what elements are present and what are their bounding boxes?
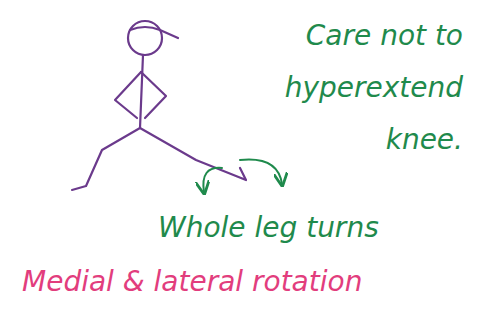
right-arm [141, 72, 166, 118]
front-leg [72, 128, 140, 190]
rotation-arrow [203, 168, 222, 192]
left-arm [115, 72, 141, 118]
annotation-text: Whole leg turns [158, 210, 418, 246]
torso [140, 55, 143, 128]
back-leg [140, 128, 246, 180]
cap [130, 27, 178, 38]
movement-label: Medial & lateral rotation [22, 262, 482, 302]
rotation-arrow [240, 160, 282, 185]
note-text: Care not to hyperextend knee. [228, 10, 463, 166]
